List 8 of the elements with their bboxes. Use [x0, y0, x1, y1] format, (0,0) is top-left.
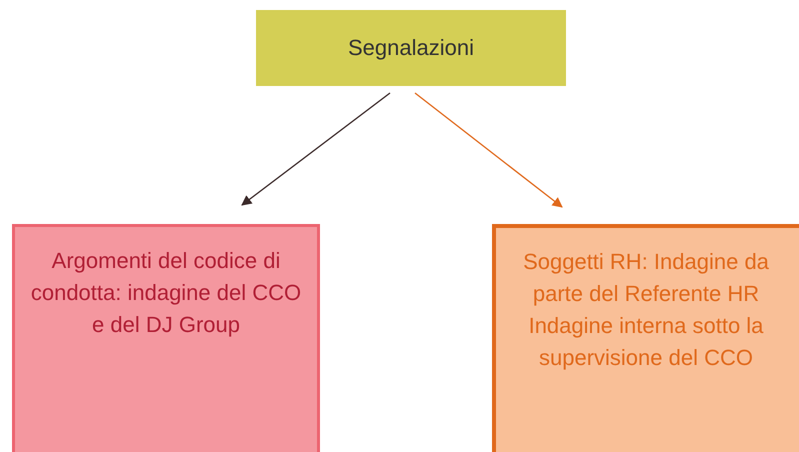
arrow: [414, 92, 563, 208]
node-text: Argomenti del codice di condotta: indagine del CCO e del DJ Group: [30, 247, 302, 339]
arrow: [241, 92, 390, 206]
source-box: [256, 10, 566, 86]
category-box: [492, 224, 799, 452]
node-title: Segnalazioni: [348, 34, 474, 62]
category-box: [12, 224, 320, 452]
node-text: Soggetti RH: Indagine da parte del Referente HR Indagine interna sotto la supervisione del CCO: [522, 248, 770, 372]
